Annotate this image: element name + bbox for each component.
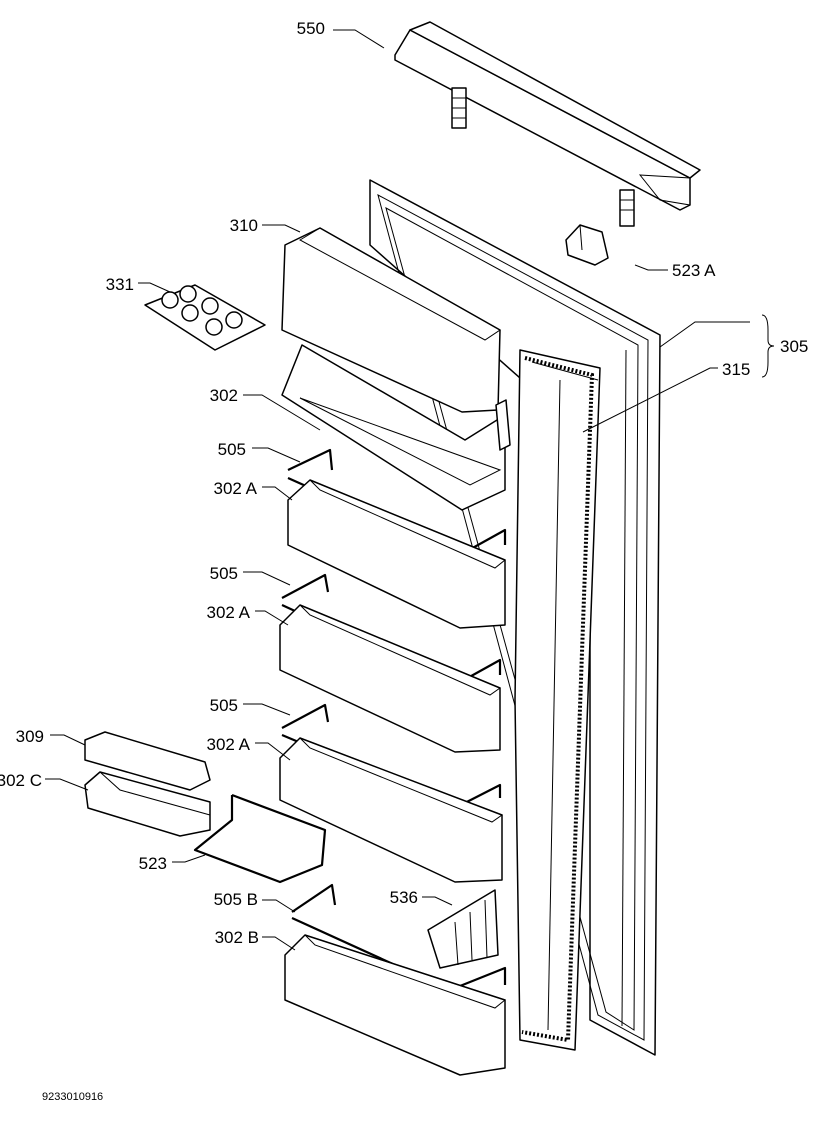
wire-shelf: [193, 793, 327, 884]
group-brace: [761, 314, 775, 378]
dairy-compartment: [281, 227, 511, 511]
drawing-code: 9233010916: [42, 1091, 103, 1103]
bottom-bottle-bin: [284, 883, 507, 1076]
egg-tray: [144, 284, 266, 351]
label-523a: 523 A: [672, 261, 716, 280]
label-536: 536: [390, 888, 418, 907]
hinge-cover-part: [565, 224, 609, 266]
label-309: 309: [16, 727, 44, 746]
label-302a-lower: 302 A: [207, 735, 251, 754]
label-550: 550: [297, 19, 325, 38]
label-331: 331: [106, 275, 134, 294]
label-505b: 505 B: [214, 890, 258, 909]
top-hinge-bar: [394, 21, 701, 227]
leader-lines: [45, 29, 750, 951]
door-gasket: [514, 349, 601, 1051]
label-523: 523: [139, 854, 167, 873]
bottle-holder: [427, 889, 499, 969]
label-310: 310: [230, 216, 258, 235]
label-302a-top: 302 A: [214, 479, 258, 498]
label-315: 315: [722, 360, 750, 379]
door-bin-1: [287, 448, 507, 629]
door-bin-3: [279, 703, 504, 883]
door-bin-2: [279, 573, 502, 753]
label-302a-middle: 302 A: [207, 603, 251, 622]
butter-dish: [84, 731, 211, 837]
label-302: 302: [210, 386, 238, 405]
label-505-lower: 505: [210, 696, 238, 715]
label-505-middle: 505: [210, 564, 238, 583]
label-305: 305: [780, 337, 808, 356]
label-302b: 302 B: [215, 928, 259, 947]
label-505-top: 505: [218, 440, 246, 459]
label-302c: 302 C: [0, 771, 42, 790]
